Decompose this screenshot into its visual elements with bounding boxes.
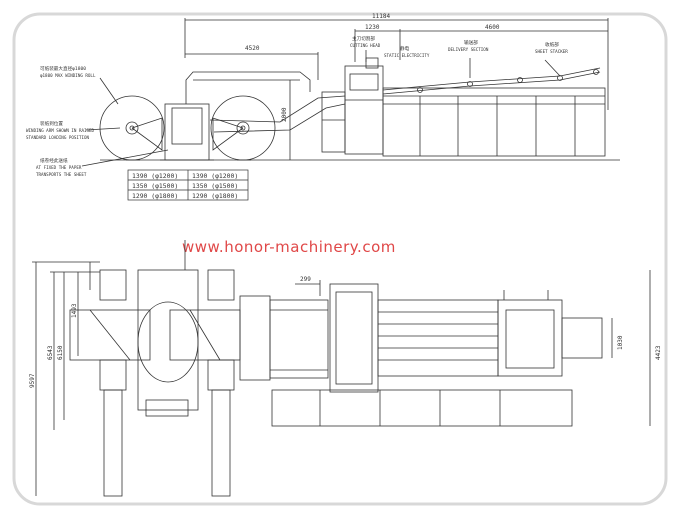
- frame-border: [12, 12, 668, 506]
- label-stacker-en: SHEET STACKER: [535, 49, 568, 54]
- dim-overall: 11184: [372, 13, 390, 20]
- label-arm-en1: WINDING ARM SHOWN IN RAISED: [26, 128, 95, 133]
- elevation-view: [81, 18, 620, 167]
- roll-table-r2-c0: 1290 (φ1800): [132, 192, 178, 200]
- dim-cutting-width: 1230: [365, 24, 380, 31]
- dim-delivery-width: 4600: [485, 24, 500, 31]
- roll-table: [127, 169, 249, 201]
- plan-view: [32, 240, 651, 497]
- label-stacker-cn: 收纸部: [545, 41, 559, 48]
- label-static-cn: 静电: [400, 45, 410, 52]
- roll-table-r0-c0: 1390 (φ1200): [132, 172, 178, 180]
- roll-table-r1-c1: 1350 (φ1500): [192, 182, 238, 190]
- dim-d: 1030: [617, 335, 624, 350]
- dim-e: 4423: [655, 345, 662, 360]
- label-roll-en: φ1800 MAX WINDING ROLL: [40, 73, 96, 78]
- dim-depth-b: 6150: [57, 345, 64, 360]
- label-paper-cn: 纸卷经此送纸: [40, 157, 68, 164]
- label-delivery-cn: 输送部: [464, 39, 478, 46]
- dim-total-depth: 9597: [29, 373, 36, 388]
- dim-depth-a: 6543: [47, 345, 54, 360]
- label-cutting-head-cn: 主刀切割部: [352, 35, 375, 42]
- roll-table-r2-c1: 1290 (φ1800): [192, 192, 238, 200]
- label-roll-cn: 可纸装最大直径φ1800: [40, 65, 86, 72]
- dim-main-width: 4520: [245, 45, 260, 52]
- label-arm-cn: 装纸到位置: [40, 120, 63, 127]
- label-static-en: STATIC ELECTRICITY: [384, 53, 430, 58]
- dim-offset: 1493: [71, 303, 78, 318]
- dim-c: 299: [300, 276, 311, 283]
- label-cutting-head-en: CUTTING HEAD: [350, 43, 381, 48]
- watermark: www.honor-machinery.com: [182, 238, 396, 256]
- label-arm-en2: STANDARD LOADING POSITION: [26, 135, 90, 140]
- label-paper-en2: TRANSPORTS THE SHEET: [36, 172, 87, 177]
- dim-height: 2000: [281, 107, 288, 122]
- roll-table-r0-c1: 1390 (φ1200): [192, 172, 238, 180]
- label-paper-en1: AT FIXED THE PAPER: [36, 165, 82, 170]
- label-delivery-en: DELIVERY SECTION: [448, 47, 489, 52]
- roll-table-r1-c0: 1350 (φ1500): [132, 182, 178, 190]
